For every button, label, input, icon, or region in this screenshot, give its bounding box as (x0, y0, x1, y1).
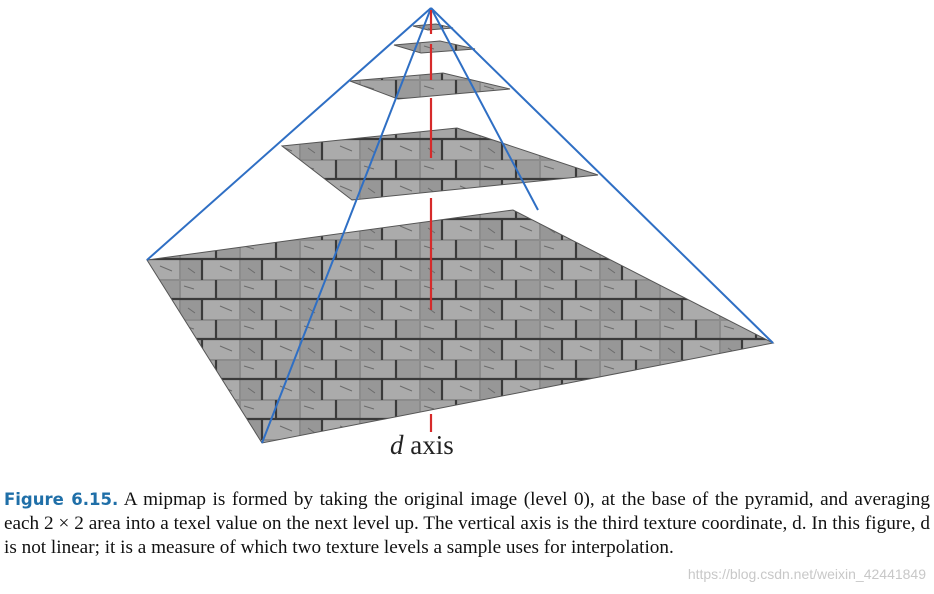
axis-variable: d (390, 430, 404, 460)
mipmap-level-3 (393, 40, 476, 54)
watermark: https://blog.csdn.net/weixin_42441849 (687, 566, 926, 582)
pyramid-edges (146, 7, 774, 444)
caption-text: A mipmap is formed by taking the origina… (4, 489, 930, 558)
axis-label-text: axis (403, 430, 454, 460)
figure-caption: Figure 6.15. A mipmap is formed by takin… (4, 488, 930, 560)
mipmap-level-0 (146, 209, 775, 444)
figure-number: Figure 6.15. (4, 490, 119, 509)
d-axis-label: d axis (390, 430, 454, 461)
mipmap-pyramid-figure (146, 7, 775, 444)
mipmap-level-1 (280, 127, 599, 201)
